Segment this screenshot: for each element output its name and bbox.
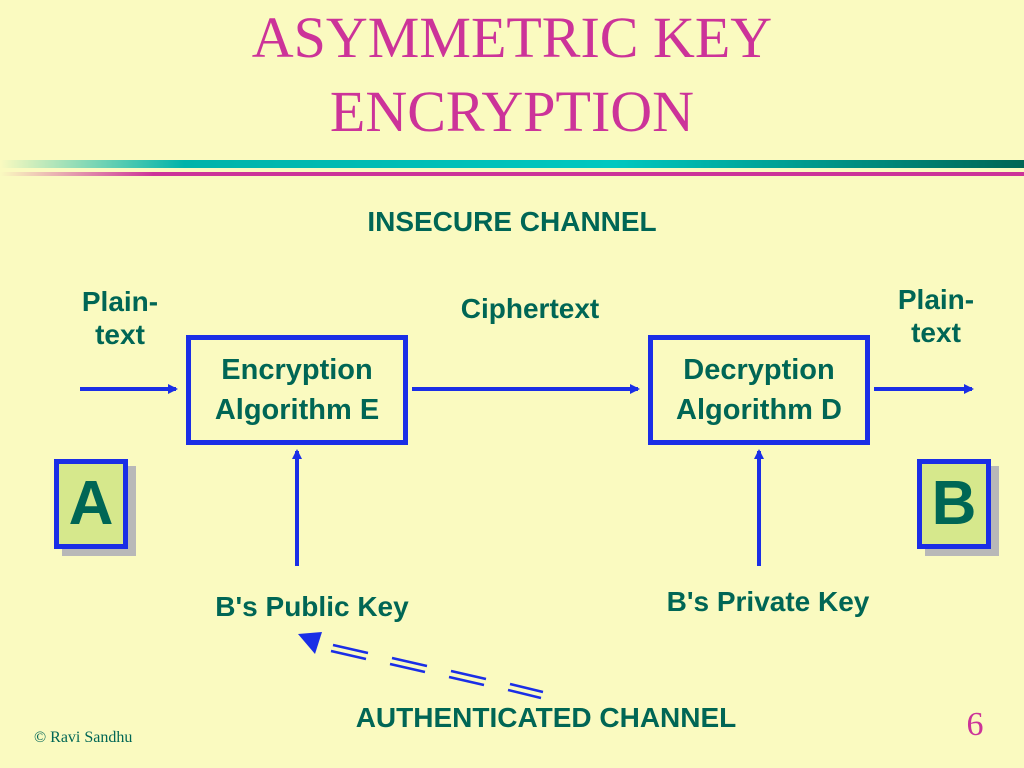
authenticated-channel-arrowhead (298, 632, 322, 654)
decryption-algorithm-box: Decryption Algorithm D (648, 335, 870, 445)
encryption-box-line-1: Encryption (221, 354, 373, 386)
party-a-label: A (68, 469, 114, 538)
plaintext-right-line-1: Plain- (897, 284, 975, 315)
decryption-box-line-2: Algorithm D (676, 394, 842, 426)
decryption-box-line-1: Decryption (683, 354, 835, 386)
party-a-box: A (54, 459, 128, 549)
title-line-2: ENCRYPTION (329, 79, 695, 144)
header-divider (0, 160, 1024, 176)
authenticated-channel-label: AUTHENTICATED CHANNEL (355, 702, 737, 733)
party-b-label: B (931, 469, 977, 538)
encryption-box-line-2: Algorithm E (214, 394, 380, 426)
copyright-text: © Ravi Sandhu (34, 729, 133, 746)
plaintext-right-label: Plain- text (876, 283, 996, 349)
public-key-label: B's Public Key (215, 591, 409, 622)
authenticated-channel-dashed-arrow (330, 643, 544, 700)
title-line-1: ASYMMETRIC KEY (251, 5, 773, 70)
encryption-algorithm-box: Encryption Algorithm E (186, 335, 408, 445)
private-key-label: B's Private Key (666, 586, 870, 617)
insecure-channel-label: INSECURE CHANNEL (367, 206, 657, 237)
party-b-box: B (917, 459, 991, 549)
page-number: 6 (966, 706, 984, 743)
plaintext-left-label: Plain- text (60, 285, 180, 351)
plaintext-left-line-1: Plain- (81, 286, 159, 317)
ciphertext-label: Ciphertext (460, 293, 600, 324)
plaintext-left-line-2: text (95, 319, 145, 350)
plaintext-right-line-2: text (911, 317, 961, 348)
